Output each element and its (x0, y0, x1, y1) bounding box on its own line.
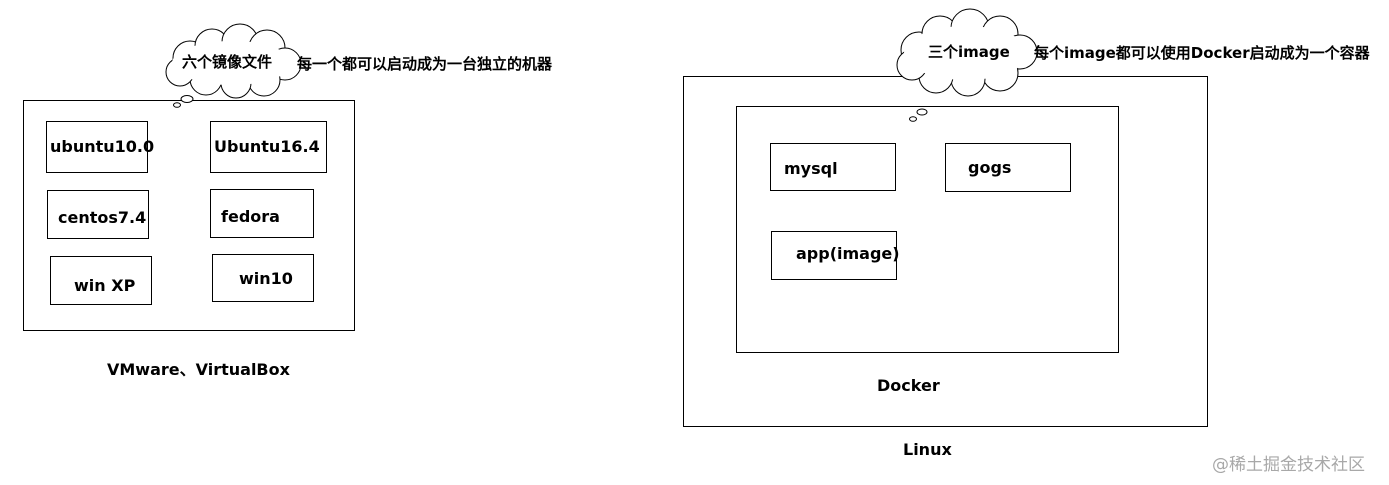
image-box-ubuntu16: Ubuntu16.4 (210, 121, 327, 173)
right-cloud-text: 三个image (928, 43, 1010, 61)
image-label: mysql (784, 159, 838, 178)
image-box-win10: win10 (212, 254, 314, 302)
left-cloud-bubbles (173, 95, 194, 108)
image-box-app: app(image) (771, 231, 900, 280)
image-label: fedora (221, 207, 280, 226)
vm-caption: VMware、VirtualBox (107, 360, 290, 379)
image-label: gogs (968, 158, 1012, 177)
image-box-centos: centos7.4 (47, 190, 149, 239)
image-box-gogs: gogs (945, 143, 1071, 192)
right-cloud-bubbles (909, 108, 928, 122)
image-label: Ubuntu16.4 (214, 137, 320, 156)
right-note: 每个image都可以使用Docker启动成为一个容器 (1034, 44, 1370, 62)
image-label: app(image) (796, 244, 900, 263)
image-label: centos7.4 (58, 208, 147, 227)
image-label: win10 (239, 269, 293, 288)
watermark: @稀土掘金技术社区 (1212, 455, 1365, 475)
docker-label: Docker (877, 376, 940, 395)
image-box-winxp: win XP (50, 256, 152, 305)
left-note: 每一个都可以启动成为一台独立的机器 (297, 55, 553, 73)
image-label: win XP (74, 276, 136, 295)
image-box-mysql: mysql (770, 143, 896, 191)
linux-label: Linux (903, 440, 952, 459)
image-label: ubuntu10.0 (50, 137, 155, 156)
left-cloud-text: 六个镜像文件 (182, 53, 273, 71)
image-box-fedora: fedora (210, 189, 314, 238)
image-box-ubuntu10: ubuntu10.0 (46, 121, 154, 173)
